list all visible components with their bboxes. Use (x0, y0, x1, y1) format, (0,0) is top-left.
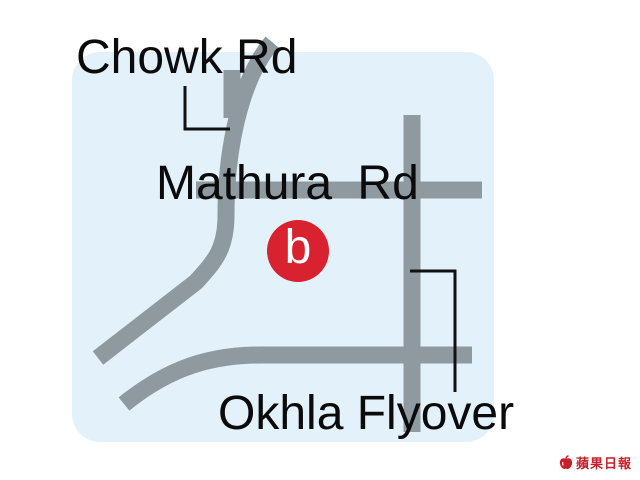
road-okhla-flyover (118, 346, 472, 411)
label-leaders (183, 86, 457, 392)
leader-okhla-flyover (410, 269, 457, 392)
label-mathura-rd: Mathura Rd (156, 157, 419, 210)
road-chowk-rd (92, 36, 279, 365)
watermark-text: 蘋果日報 (575, 457, 632, 472)
marker-letter: b (284, 221, 312, 274)
label-chowk-rd: Chowk Rd (76, 31, 298, 84)
location-marker-b: b (267, 220, 329, 282)
label-okhla-flyover: Okhla Flyover (218, 387, 515, 440)
watermark: 蘋果日報 (558, 453, 632, 472)
leader-chowk-rd (183, 86, 230, 131)
apple-logo-icon (559, 454, 573, 469)
road-network (92, 36, 482, 432)
